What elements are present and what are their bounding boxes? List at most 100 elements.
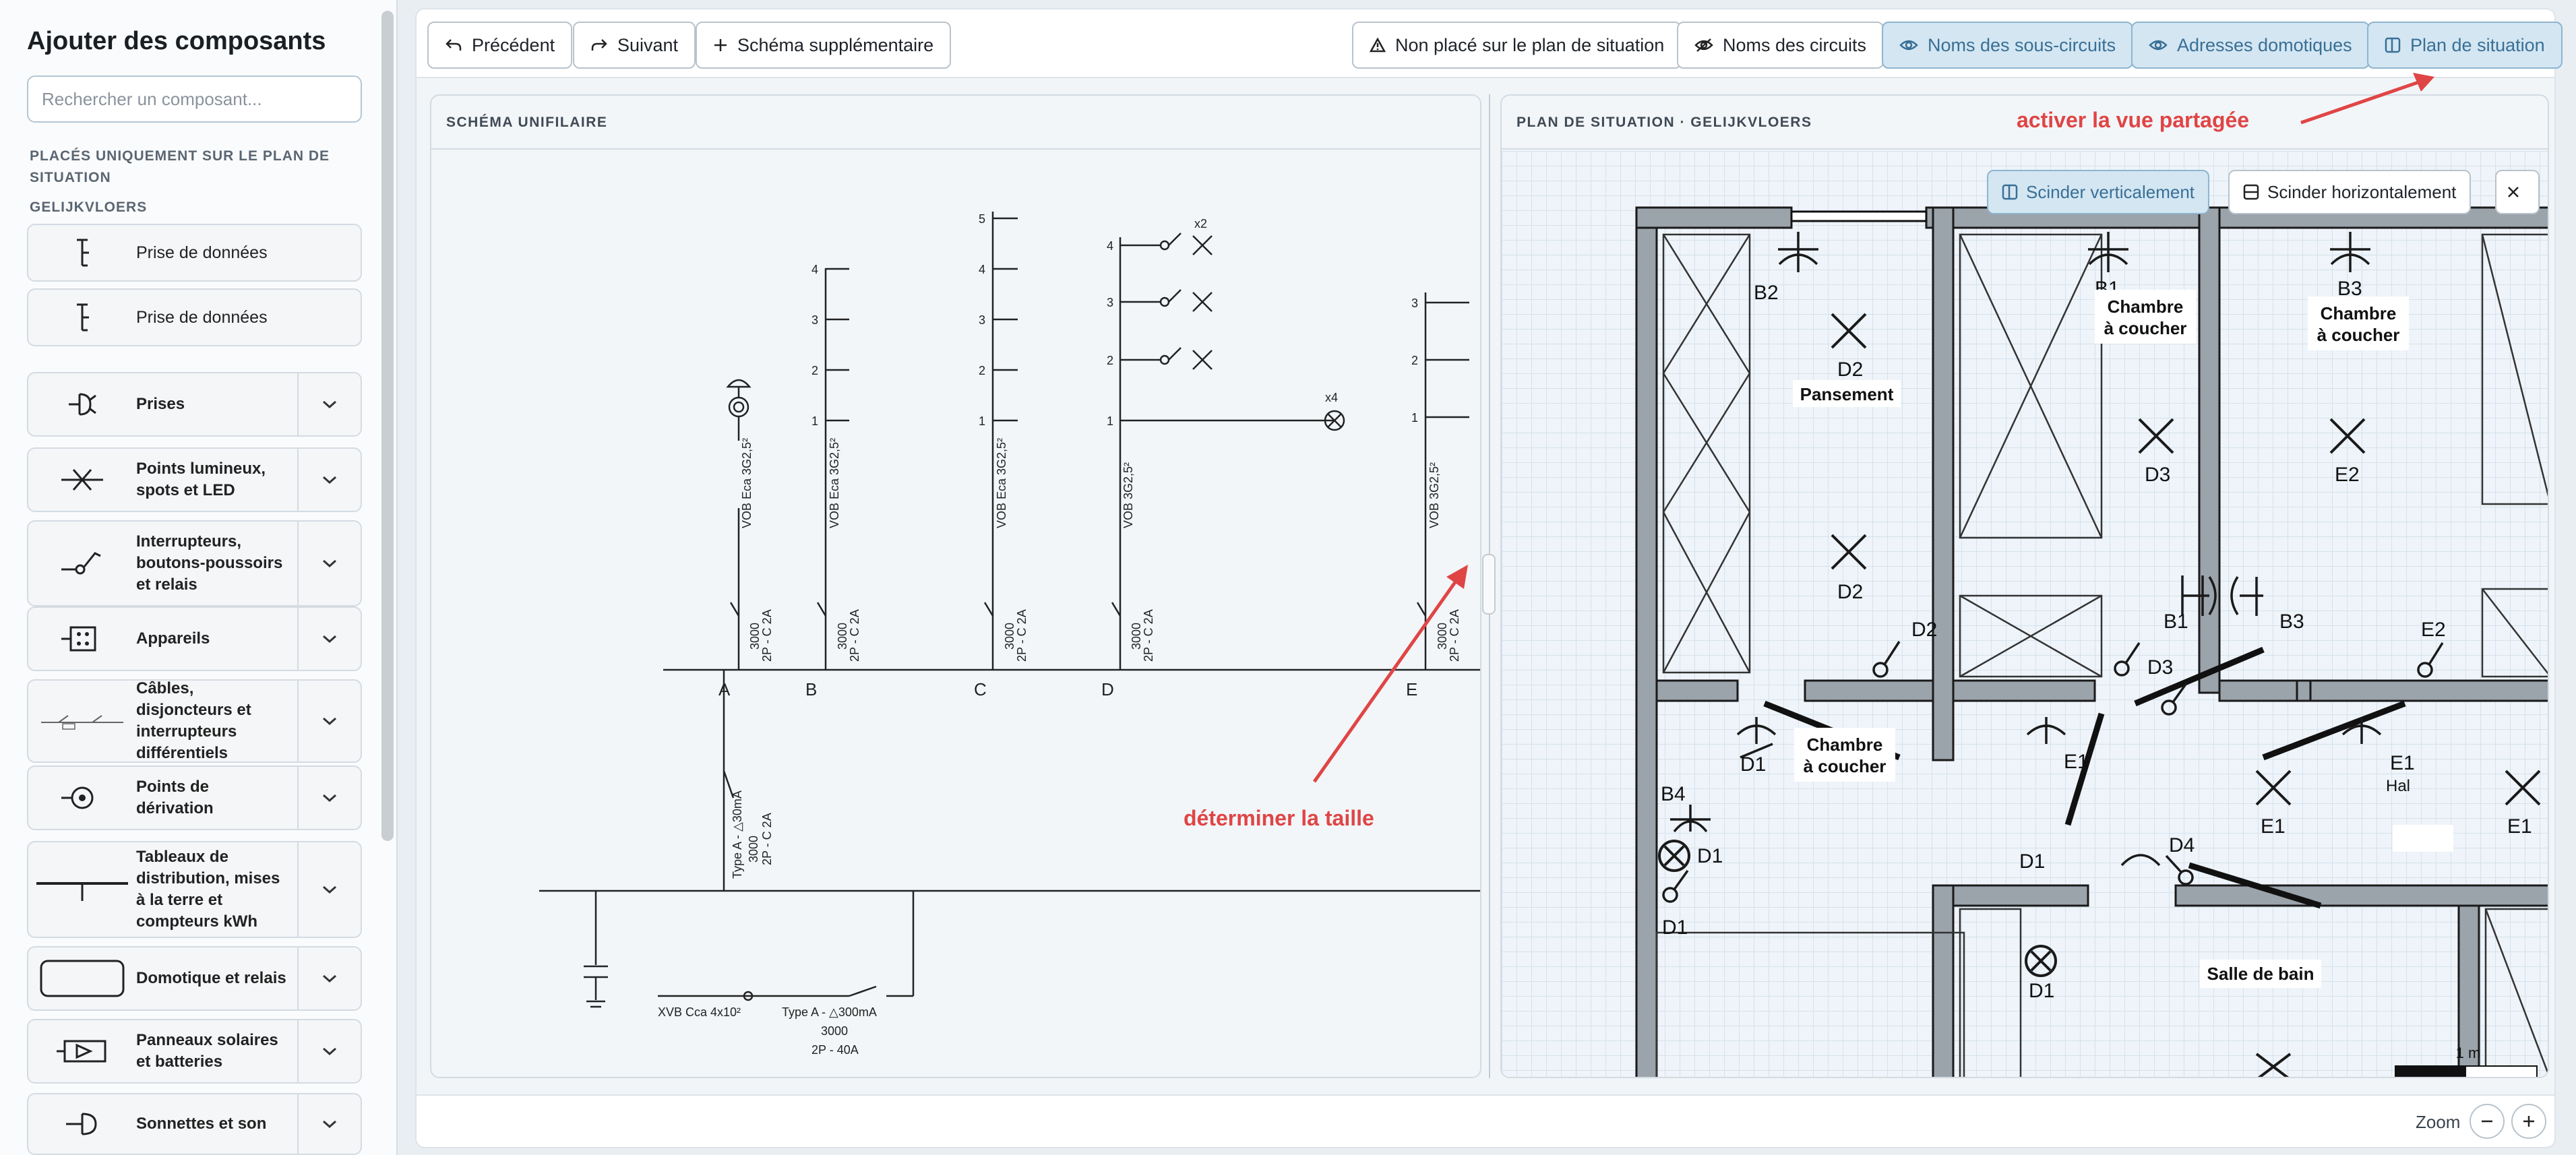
site-plan-canvas[interactable]: B2 B1 B3 D2 D3 E2 D2 D2 B1 B3 E2 D3 D1 E… bbox=[1502, 151, 2549, 1078]
next-label: Suivant bbox=[617, 34, 679, 55]
domotic-addresses-button[interactable]: Adresses domotiques bbox=[2131, 22, 2370, 69]
point-number-d3: 3 bbox=[1107, 296, 1113, 309]
solar-panel-icon bbox=[28, 1020, 136, 1082]
plan-label-d2-switch: D2 bbox=[1911, 619, 1937, 641]
light-point-icon bbox=[28, 449, 136, 511]
chevron-down-icon[interactable] bbox=[297, 608, 361, 670]
close-split-button[interactable] bbox=[2495, 170, 2540, 214]
category-appareils[interactable]: Appareils bbox=[27, 606, 362, 671]
category-domotique[interactable]: Domotique et relais bbox=[27, 946, 362, 1011]
extra-schema-button[interactable]: Schéma supplémentaire bbox=[696, 22, 952, 69]
main-workspace: SCHÉMA UNIFILAIRE bbox=[415, 78, 2556, 1094]
chevron-down-icon[interactable] bbox=[297, 522, 361, 605]
category-interrupteurs[interactable]: Interrupteurs, boutons-poussoirs et rela… bbox=[27, 520, 362, 606]
room-label-chambre3-line1: Chambre bbox=[1807, 735, 1883, 755]
site-plan-label: Plan de situation bbox=[2410, 34, 2545, 55]
chevron-down-icon[interactable] bbox=[297, 1020, 361, 1082]
category-points-derivation[interactable]: Points de dérivation bbox=[27, 766, 362, 830]
category-label: Tableaux de distribution, mises à la ter… bbox=[136, 848, 280, 931]
point-number-d2: 2 bbox=[1107, 354, 1113, 367]
split-vertical-button[interactable]: Scinder verticalement bbox=[1987, 170, 2209, 214]
breaker-label-e: 2P - C 2A bbox=[1448, 609, 1461, 662]
component-search-input[interactable] bbox=[27, 75, 362, 123]
room-label-hal: Hal bbox=[2386, 777, 2410, 795]
point-number-e2: 2 bbox=[1411, 354, 1418, 367]
chevron-down-icon[interactable] bbox=[297, 449, 361, 511]
plus-icon bbox=[2523, 1116, 2534, 1127]
chevron-down-icon[interactable] bbox=[297, 767, 361, 829]
single-line-diagram[interactable]: A B C D E VOB Eca 3G2,5² VOB Eca 3G2,5² … bbox=[431, 151, 1481, 1078]
appliance-icon bbox=[28, 608, 136, 670]
not-placed-button[interactable]: Non placé sur le plan de situation bbox=[1352, 22, 1682, 69]
plan-label-d1-bottom: D1 bbox=[2029, 980, 2054, 1002]
point-number-b3: 3 bbox=[811, 313, 818, 327]
plan-label-d1-light: D1 bbox=[1697, 845, 1723, 867]
switch-icon bbox=[28, 522, 136, 605]
cable-label-d: VOB 3G2,5² bbox=[1122, 462, 1135, 528]
category-label: Points de dérivation bbox=[136, 778, 214, 817]
main-sensitivity-label: 3000 bbox=[821, 1024, 848, 1038]
subcircuit-names-button[interactable]: Noms des sous-circuits bbox=[1882, 22, 2134, 69]
plan-label-d1-hall: D1 bbox=[2019, 850, 2045, 873]
site-plan-button[interactable]: Plan de situation bbox=[2367, 22, 2563, 69]
floor-plan-drawing[interactable]: B2 B1 B3 D2 D3 E2 D2 D2 B1 B3 E2 D3 D1 E… bbox=[1502, 151, 2549, 1078]
sidebar-scrollbar[interactable] bbox=[381, 11, 394, 841]
point-number-e3: 3 bbox=[1411, 296, 1418, 310]
circuit-names-label: Noms des circuits bbox=[1723, 34, 1867, 55]
split-horizontal-button[interactable]: Scinder horizontalement bbox=[2228, 170, 2472, 214]
category-panneaux-solaires[interactable]: Panneaux solaires et batteries bbox=[27, 1019, 362, 1084]
cable-label-b: VOB Eca 3G2,5² bbox=[828, 438, 841, 528]
category-label: Sonnettes et son bbox=[136, 1115, 267, 1133]
previous-button[interactable]: Précédent bbox=[427, 22, 573, 69]
redo-icon bbox=[591, 39, 607, 51]
next-button[interactable]: Suivant bbox=[573, 22, 696, 69]
category-points-lumineux[interactable]: Points lumineux, spots et LED bbox=[27, 447, 362, 512]
chevron-down-icon[interactable] bbox=[297, 842, 361, 937]
scale-label: 1 m bbox=[2456, 1044, 2481, 1061]
main-diff-type-label: Type A - △300mA bbox=[782, 1005, 877, 1019]
point-number-c5: 5 bbox=[979, 212, 985, 226]
chevron-down-icon[interactable] bbox=[297, 947, 361, 1009]
not-placed-label: Non placé sur le plan de situation bbox=[1395, 34, 1665, 55]
data-socket-icon bbox=[28, 225, 136, 280]
rows-icon bbox=[2243, 184, 2259, 200]
sensitivity-label-c: 3000 bbox=[1003, 623, 1016, 650]
category-prises[interactable]: Prises bbox=[27, 372, 362, 437]
socket-icon bbox=[28, 373, 136, 435]
main-diff-rating-label: 2P - 40A bbox=[811, 1043, 859, 1057]
eye-icon bbox=[1899, 40, 1918, 51]
category-sonnettes[interactable]: Sonnettes et son bbox=[27, 1093, 362, 1155]
chevron-down-icon[interactable] bbox=[297, 681, 361, 761]
category-label: Panneaux solaires et batteries bbox=[136, 1031, 278, 1071]
floor-section-title: GELIJKVLOERS bbox=[30, 199, 148, 215]
plan-label-b2: B2 bbox=[1754, 282, 1779, 304]
subcircuit-names-label: Noms des sous-circuits bbox=[1928, 34, 2116, 55]
zoom-in-button[interactable] bbox=[2511, 1104, 2546, 1139]
placed-item-data-socket[interactable]: Prise de données bbox=[27, 288, 362, 346]
circuit-label-c: C bbox=[974, 679, 987, 699]
chevron-down-icon[interactable] bbox=[297, 373, 361, 435]
sensitivity-label-b: 3000 bbox=[836, 623, 849, 650]
room-label-salle-de-bain: Salle de bain bbox=[2207, 964, 2314, 984]
point-number-d4: 4 bbox=[1107, 239, 1113, 253]
plan-label-b1-mid: B1 bbox=[2164, 611, 2188, 633]
category-label: Prises bbox=[136, 395, 185, 413]
resize-handle[interactable] bbox=[1482, 554, 1496, 615]
category-tableaux[interactable]: Tableaux de distribution, mises à la ter… bbox=[27, 841, 362, 938]
toolbar: Précédent Suivant Schéma supplémentaire … bbox=[415, 8, 2563, 78]
plan-label-d3-switch: D3 bbox=[2147, 656, 2173, 679]
placed-item-data-socket[interactable]: Prise de données bbox=[27, 224, 362, 282]
plan-label-b3-mid: B3 bbox=[2279, 611, 2304, 633]
category-cables[interactable]: Câbles, disjoncteurs et interrupteurs di… bbox=[27, 679, 362, 763]
chevron-down-icon[interactable] bbox=[297, 1094, 361, 1154]
plan-label-e2: E2 bbox=[2335, 464, 2360, 486]
placed-item-label: Prise de données bbox=[136, 243, 268, 262]
zoom-out-button[interactable] bbox=[2470, 1104, 2505, 1139]
point-number-d1: 1 bbox=[1107, 414, 1113, 428]
point-number-b1: 1 bbox=[811, 414, 818, 428]
circuit-names-button[interactable]: Noms des circuits bbox=[1677, 22, 1884, 69]
multiplier-x4: x4 bbox=[1325, 391, 1338, 404]
placed-only-section-title: PLACÉS UNIQUEMENT SUR LE PLAN DE SITUATI… bbox=[30, 148, 330, 185]
zoom-label: Zoom bbox=[2416, 1112, 2461, 1132]
component-sidebar: Ajouter des composants PLACÉS UNIQUEMENT… bbox=[0, 0, 398, 1155]
